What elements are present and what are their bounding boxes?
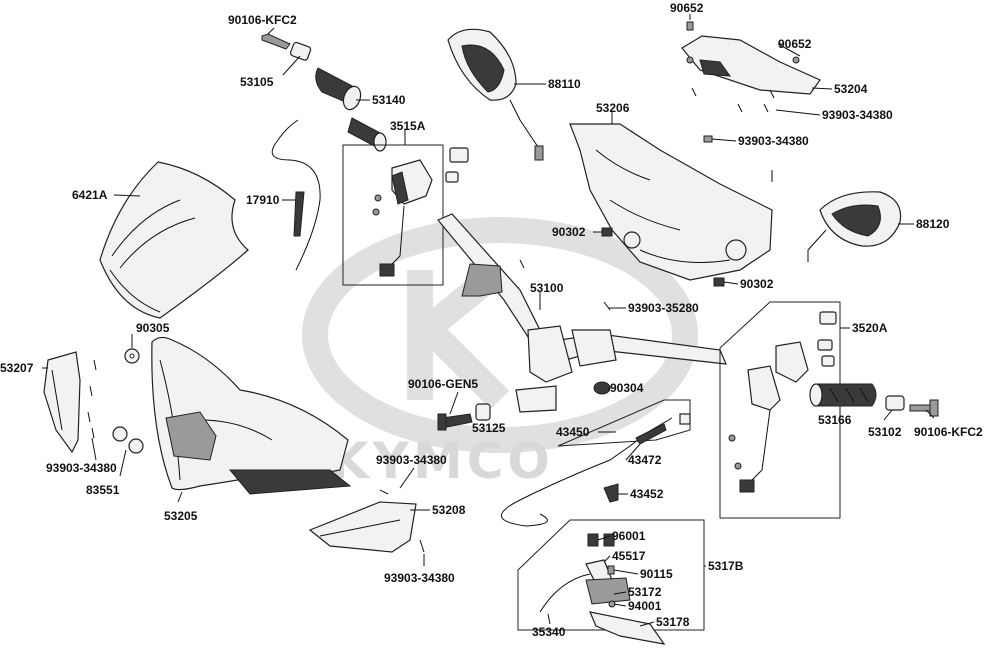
label-94001: 94001 (628, 599, 662, 613)
label-83551: 83551 (86, 483, 120, 497)
bolt-90302-a (601, 227, 613, 237)
label-53205: 53205 (164, 509, 198, 523)
grip-end-bolt-right (909, 399, 939, 417)
screw-93903-34380-b (703, 135, 773, 182)
grip-end-bolt-left (261, 33, 291, 50)
label-35340: 35340 (532, 625, 566, 639)
brake-lever-assy (517, 519, 705, 645)
label-53172: 53172 (628, 585, 662, 599)
label-43450: 43450 (556, 425, 590, 439)
rear-cover (569, 123, 773, 281)
watermark-text: KYMCO (330, 432, 554, 490)
label-90302-a: 90302 (552, 225, 586, 239)
label-53105: 53105 (240, 75, 274, 89)
under-cover-53208 (308, 501, 417, 553)
throttle-tube (347, 117, 387, 152)
mirror-right (807, 191, 902, 262)
grip-weight-right (885, 395, 905, 411)
label-96001: 96001 (612, 529, 646, 543)
bolt-90106-gen5 (437, 413, 473, 431)
washer-83551 (112, 426, 144, 454)
label-45517: 45517 (612, 549, 646, 563)
label-17910: 17910 (246, 193, 280, 207)
mirror-left (447, 28, 544, 161)
label-90106-gen5: 90106-GEN5 (408, 377, 478, 391)
label-88110: 88110 (548, 77, 581, 91)
leader-lines (42, 14, 935, 627)
label-90304: 90304 (610, 381, 644, 395)
label-3520a: 3520A (852, 321, 888, 335)
screw-93903-34380-e (419, 539, 425, 553)
label-93903-34380-e: 93903-34380 (384, 571, 455, 585)
label-90652-b: 90652 (778, 37, 812, 51)
part-labels: 90106-KFC2 53105 53140 88110 90652 90652… (0, 1, 983, 639)
label-90652-a: 90652 (670, 1, 704, 15)
handlebar (437, 213, 727, 413)
label-90115: 90115 (640, 567, 673, 581)
bracket-43452 (603, 483, 619, 503)
label-93903-34380-d: 93903-34380 (46, 461, 117, 475)
screw-93903-35280 (519, 259, 611, 311)
label-93903-34380-c: 93903-34380 (376, 453, 447, 467)
label-53178: 53178 (656, 615, 690, 629)
label-90302-b: 90302 (740, 277, 774, 291)
label-43472: 43472 (628, 453, 662, 467)
label-93903-34380-a: 93903-34380 (822, 108, 893, 122)
throttle-cable (271, 119, 321, 271)
switch-box-right (719, 301, 841, 519)
label-5317b: 5317B (708, 559, 744, 573)
watermark-logo: KYMCO (302, 217, 698, 490)
grip-right (809, 383, 877, 407)
label-93903-34380-b: 93903-34380 (738, 134, 809, 148)
screw-93903-34380-d (379, 489, 389, 495)
label-90106-kfc2-b: 90106-KFC2 (914, 425, 983, 439)
nut-90304 (593, 381, 611, 395)
label-53140: 53140 (372, 93, 406, 107)
label-88120: 88120 (916, 217, 950, 231)
screws-93903-34380-a (691, 87, 775, 113)
label-3515a: 3515A (390, 119, 426, 133)
washer-90305 (124, 348, 140, 364)
front-cover (151, 336, 352, 495)
label-90106-kfc2-a: 90106-KFC2 (228, 13, 297, 27)
meter-cover (681, 35, 821, 95)
label-53208: 53208 (432, 503, 466, 517)
label-53100: 53100 (530, 281, 564, 295)
label-93903-35280: 93903-35280 (628, 301, 699, 315)
grip-left (315, 67, 362, 111)
label-90305: 90305 (136, 321, 170, 335)
screw-90652-a (686, 21, 694, 31)
windscreen (99, 161, 249, 319)
screws-93903-34380-c (87, 359, 97, 439)
label-53204: 53204 (834, 82, 868, 96)
side-panel-53207 (43, 351, 81, 454)
bolt-90302-b (713, 277, 725, 287)
label-43452: 43452 (630, 487, 664, 501)
brake-cable (500, 399, 691, 527)
switch-box-left (342, 144, 469, 286)
grip-weight-left (289, 41, 312, 61)
label-53125: 53125 (472, 421, 506, 435)
label-53102: 53102 (868, 425, 902, 439)
label-53166: 53166 (818, 413, 852, 427)
label-6421a: 6421A (72, 188, 108, 202)
collar-53125 (475, 403, 491, 421)
label-53207: 53207 (0, 361, 34, 375)
label-53206: 53206 (596, 101, 630, 115)
